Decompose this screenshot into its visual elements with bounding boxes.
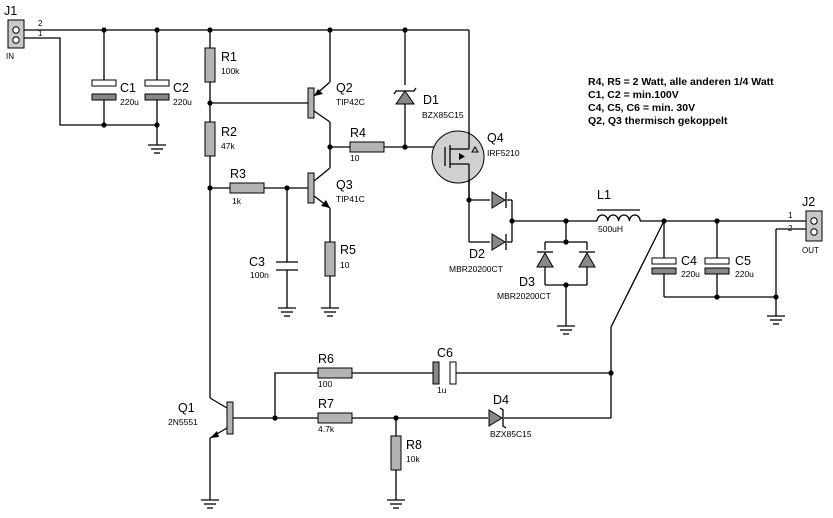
svg-text:220u: 220u [173,97,192,107]
note-line: R4, R5 = 2 Watt, alle anderen 1/4 Watt [588,76,774,88]
svg-text:MBR20200CT: MBR20200CT [449,264,503,274]
transistor-q3: Q3 TIP41C [307,167,365,209]
svg-text:R3: R3 [230,167,246,181]
resistor-r8: R8 10k [390,435,422,471]
svg-text:TIP42C: TIP42C [336,97,365,107]
svg-text:C3: C3 [249,255,265,269]
j1-pin-bottom: 1 [38,29,43,38]
j1-label: IN [6,52,14,61]
resistor-r4: R4 10 [349,126,385,163]
svg-text:10: 10 [340,260,350,270]
capacitor-c5: C5 220u [704,254,754,279]
svg-text:4.7k: 4.7k [318,424,335,434]
capacitor-c6: C6 1u [432,346,457,395]
svg-text:R7: R7 [318,397,334,411]
svg-text:Q2: Q2 [336,81,353,95]
transistor-q1: Q1 2N5551 [168,401,234,438]
svg-text:100: 100 [318,379,332,389]
connector-j2: J2 OUT 1 2 [776,195,823,255]
svg-text:220u: 220u [120,97,139,107]
j2-ref: J2 [802,195,815,209]
capacitor-c2: C2 220u [144,79,192,107]
ground-icon [767,315,785,325]
capacitor-c4: C4 220u [651,254,700,279]
resistor-r2: R2 47k [204,121,237,157]
svg-text:R2: R2 [221,125,237,139]
j2-pin-bottom: 2 [788,224,793,233]
diode-d3: D3 MBR20200CT [497,251,596,301]
svg-text:47k: 47k [221,141,235,151]
j2-pin-top: 1 [788,211,793,220]
transistor-q2: Q2 TIP42C [307,81,365,123]
resistor-r6: R6 100 [317,352,353,389]
svg-text:MBR20200CT: MBR20200CT [497,291,551,301]
zener-d4: D4 BZX85C15 [488,393,532,439]
resistor-r3: R3 1k [229,167,265,206]
svg-text:BZX85C15: BZX85C15 [422,110,464,120]
j2-label: OUT [802,246,819,255]
zener-d1: D1 BZX85C15 [393,87,464,120]
capacitor-c1: C1 220u [91,79,139,107]
note-line: C4, C5, C6 = min. 30V [588,102,695,114]
svg-text:220u: 220u [735,269,754,279]
svg-text:D4: D4 [493,393,509,407]
notes-block: R4, R5 = 2 Watt, alle anderen 1/4 Watt C… [588,76,774,127]
svg-text:R5: R5 [340,243,356,257]
connector-j1: J1 IN 2 1 [4,4,43,61]
j1-pin-top: 2 [38,19,43,28]
ground-icon [321,307,339,317]
svg-text:220u: 220u [681,269,700,279]
ground-icon [148,144,166,154]
svg-text:R8: R8 [406,438,422,452]
resistor-r7: R7 4.7k [317,397,353,434]
ground-icon [387,499,405,509]
svg-text:Q4: Q4 [487,131,504,145]
svg-text:L1: L1 [597,188,611,202]
ground-icon [278,307,296,317]
svg-text:D2: D2 [469,247,485,261]
svg-text:Q1: Q1 [178,401,195,415]
svg-text:D1: D1 [423,93,439,107]
inductor-l1: L1 500uH [596,188,641,234]
svg-text:TIP41C: TIP41C [336,194,365,204]
svg-text:BZX85C15: BZX85C15 [490,429,532,439]
ground-icon [201,499,219,509]
svg-text:1k: 1k [232,196,242,206]
svg-text:D3: D3 [519,275,535,289]
svg-text:Q3: Q3 [336,178,353,192]
mosfet-q4: Q4 IRF5210 [431,130,520,184]
svg-text:C6: C6 [437,346,453,360]
svg-text:R4: R4 [350,126,366,140]
note-line: Q2, Q3 thermisch gekoppelt [588,115,728,127]
diode-d2: D2 MBR20200CT [449,191,507,274]
svg-text:10k: 10k [406,454,420,464]
svg-text:100n: 100n [250,270,269,280]
svg-text:C2: C2 [173,81,189,95]
svg-text:C4: C4 [681,254,697,268]
ground-symbols [148,144,785,509]
svg-text:R6: R6 [318,352,334,366]
resistor-r1: R1 100k [204,47,240,83]
capacitor-c3: C3 100n [249,255,298,280]
svg-text:1u: 1u [437,385,447,395]
svg-text:R1: R1 [221,50,237,64]
svg-text:C5: C5 [735,254,751,268]
svg-text:500uH: 500uH [598,224,623,234]
note-line: C1, C2 = min.100V [588,89,679,101]
junction-dots [101,27,779,421]
resistor-r5: R5 10 [324,241,356,277]
j1-ref: J1 [4,4,17,18]
svg-text:C1: C1 [120,81,136,95]
svg-text:2N5551: 2N5551 [168,417,198,427]
ground-icon [557,325,575,335]
svg-text:10: 10 [350,153,360,163]
svg-text:100k: 100k [221,66,240,76]
svg-text:IRF5210: IRF5210 [487,148,520,158]
